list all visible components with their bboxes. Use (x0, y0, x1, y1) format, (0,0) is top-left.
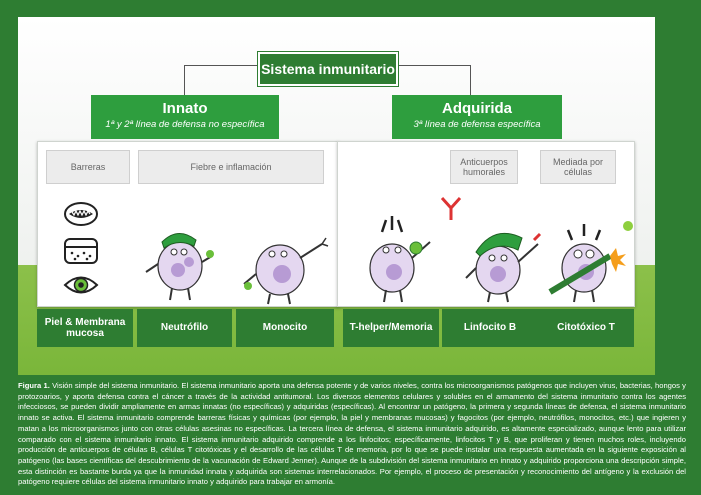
branch-innato-subtitle: 1ª y 2ª línea de defensa no específica (105, 119, 265, 130)
cytotoxic-t-character (548, 221, 633, 303)
skin-layer-icon (64, 238, 98, 264)
antibody-icon (440, 196, 462, 220)
caption-label: Figura 1. (18, 381, 50, 390)
cell-label-citotoxico: Citotóxico T (538, 309, 634, 347)
panel-innato: Barreras Fiebre e inflamación (37, 141, 339, 307)
chip-fiebre: Fiebre e inflamación (138, 150, 324, 184)
diagram-canvas: Sistema inmunitario Innato 1ª y 2ª línea… (18, 17, 655, 375)
branch-adquirida: Adquirida 3ª línea de defensa específica (392, 95, 562, 139)
cell-label-monocito: Monocito (236, 309, 334, 347)
figure-caption: Figura 1. Visión simple del sistema inmu… (18, 381, 686, 488)
branch-innato: Innato 1ª y 2ª línea de defensa no espec… (91, 95, 279, 139)
eye-icon (63, 276, 99, 294)
chip-barreras: Barreras (46, 150, 130, 184)
b-lymphocyte-character (465, 232, 542, 303)
connector-right-drop (470, 65, 471, 95)
title-text: Sistema inmunitario (261, 61, 395, 77)
cell-label-t-helper: T-helper/Memoria (343, 309, 439, 347)
cell-label-neutrofilo: Neutrófilo (137, 309, 232, 347)
branch-adquirida-subtitle: 3ª línea de defensa específica (413, 119, 541, 130)
chip-anticuerpos: Anticuerpos humorales (450, 150, 518, 184)
caption-text: Visión simple del sistema inmunitario. E… (18, 381, 686, 487)
mouth-icon (64, 202, 98, 226)
connector-left-drop (184, 65, 185, 95)
cell-label-linfocito-b: Linfocito B (442, 309, 538, 347)
branch-innato-title: Innato (162, 100, 208, 117)
monocyte-character (243, 237, 329, 305)
neutrophil-character (145, 233, 214, 301)
branch-adquirida-title: Adquirida (442, 100, 512, 117)
chip-mediada: Mediada por células (540, 150, 616, 184)
t-helper-character (369, 216, 431, 303)
cell-label-piel: Piel & Membrana mucosa (37, 309, 133, 347)
panel-adquirida: Anticuerpos humorales Mediada por célula… (337, 141, 635, 307)
page-title: Sistema inmunitario (258, 52, 398, 86)
